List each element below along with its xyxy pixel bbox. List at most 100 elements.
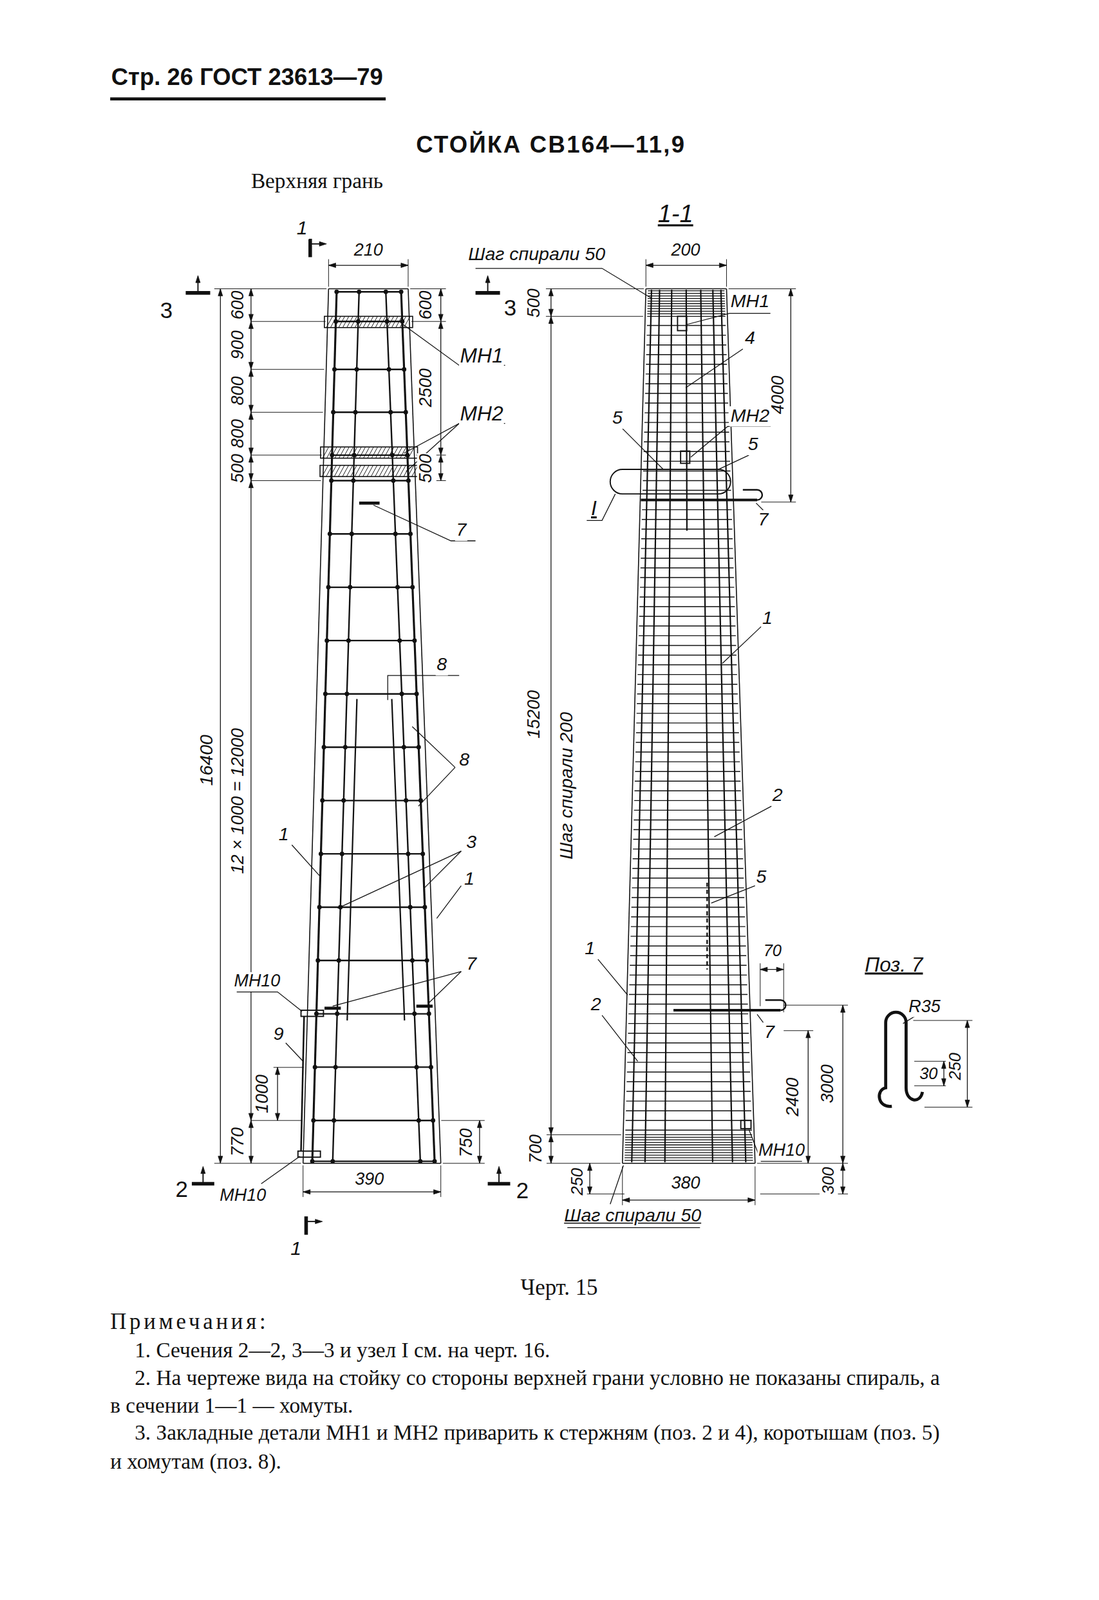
dimension-line (550, 289, 552, 1164)
spiral-line (629, 994, 748, 995)
spiral-line (627, 1032, 749, 1034)
weld-dot (432, 1158, 438, 1164)
dimension-label: 900 (229, 329, 249, 361)
weld-dot (314, 1011, 319, 1016)
detail-title: Поз. 7 (864, 952, 924, 976)
spiral-line (631, 887, 744, 888)
section-mark-label: 2 (515, 1178, 530, 1203)
dimension-label: 800 (229, 418, 249, 450)
weld-dot (403, 798, 409, 803)
hook-bar (742, 489, 763, 501)
dimension-label: 70 (762, 941, 783, 960)
hoop-line (331, 479, 409, 481)
arrow-head (248, 455, 254, 463)
arrow-head (248, 1120, 254, 1128)
weld-dot (327, 531, 333, 537)
dimension-label: 200 (670, 241, 702, 261)
arrow-head (840, 1163, 846, 1171)
header-rule (110, 97, 386, 101)
section-mark (308, 238, 313, 258)
arrow-head (248, 1156, 254, 1164)
arrow-head (477, 1156, 482, 1164)
extension-line (328, 259, 329, 288)
leader-line (610, 1165, 624, 1204)
arrow-head (748, 1197, 756, 1203)
leader-line (757, 1014, 764, 1023)
weld-dot (346, 638, 351, 643)
spiral-line (625, 1109, 752, 1111)
spiral-line (629, 965, 747, 966)
dimension-label: 800 (229, 375, 249, 407)
weld-dot (397, 638, 402, 643)
part-name: МН1 (459, 343, 505, 367)
dimension-label: 15200 (525, 688, 545, 740)
node-outline (610, 469, 731, 494)
dimension-label: 250 (568, 1167, 587, 1197)
arrow-head (548, 309, 554, 317)
weld-dot (401, 366, 407, 372)
hook-bar (765, 999, 787, 1011)
extension-line (914, 1061, 946, 1062)
leader-line (428, 971, 462, 1004)
hoop-line (313, 1119, 434, 1121)
callout-number: 1 (277, 824, 290, 845)
leader-line (711, 885, 756, 904)
extension-line (726, 259, 727, 288)
section-title: 1-1 (656, 200, 695, 228)
arrow-head (776, 967, 784, 972)
dimension-label: 390 (354, 1169, 386, 1190)
spiral-line (634, 809, 742, 811)
rebar-line (700, 289, 713, 1163)
weld-dot (386, 366, 392, 372)
figure-caption: Черт. 15 (520, 1274, 599, 1302)
leader-line (373, 505, 476, 541)
dimension-line (250, 289, 252, 1164)
rebar-line (312, 291, 337, 1161)
weld-dot (334, 289, 339, 295)
weld-dot (406, 478, 411, 483)
callout-number: 5 (610, 408, 624, 429)
dimension-label: 12 × 1000 = 12000 (229, 726, 249, 875)
hoop-line (328, 586, 413, 588)
leader-line (718, 455, 750, 470)
callout-number: 8 (458, 750, 471, 771)
extension-line (545, 316, 644, 317)
part-name: МН1 (729, 291, 771, 312)
spiral-line (632, 867, 743, 869)
extension-line (545, 1162, 621, 1164)
callout-number: 1 (760, 608, 774, 629)
weld-dot (317, 904, 322, 910)
spiral-line (624, 1159, 753, 1161)
leader-line (722, 626, 761, 664)
extension-line (728, 288, 797, 290)
dimension-line (328, 264, 409, 266)
section-mark (202, 1172, 204, 1184)
arrow-head (248, 321, 254, 329)
leader-line (285, 1042, 304, 1062)
column-outline (645, 288, 727, 290)
weld-dot (414, 691, 420, 696)
dimension-label: 30 (918, 1064, 939, 1083)
leader-line (436, 885, 461, 919)
arrow-head (941, 1061, 947, 1069)
spiral-line (628, 1023, 749, 1024)
weld-dot (412, 1011, 417, 1016)
hook-mark (324, 1006, 341, 1011)
extension-line (440, 1165, 442, 1197)
weld-dot (341, 798, 346, 803)
section-mark (304, 1216, 309, 1235)
weld-dot (312, 1064, 318, 1070)
callout-number: 5 (755, 867, 768, 888)
arrow-head (319, 241, 327, 246)
part-name: МН10 (757, 1141, 807, 1161)
arrow-head (548, 1134, 554, 1142)
weld-dot (388, 410, 393, 415)
spiral-line (632, 877, 744, 879)
part-name: МН10 (218, 1186, 268, 1206)
spiral-line (633, 819, 742, 821)
extension-line (251, 480, 322, 481)
weld-dot (336, 958, 342, 963)
arrow-head (275, 1113, 281, 1121)
hook-detail (879, 1012, 923, 1107)
section-mark-label: 3 (502, 295, 518, 320)
